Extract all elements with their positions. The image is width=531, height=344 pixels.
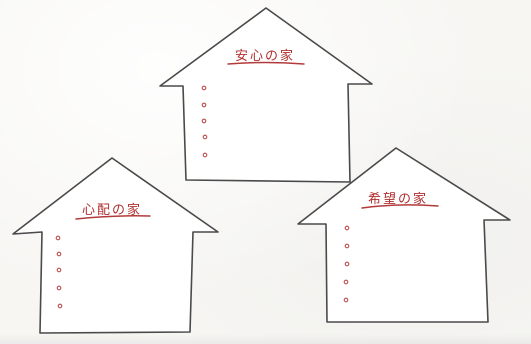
bullet-point: [201, 102, 207, 108]
house-anshin-underline: [227, 61, 305, 65]
house-shinpai-outline: [12, 157, 219, 334]
bullet-point: [344, 243, 350, 249]
bullet-point: [344, 261, 350, 267]
bullet-point: [343, 297, 349, 303]
house-shinpai: 心配の家: [12, 157, 219, 334]
bullet-point: [202, 134, 208, 140]
bullet-point: [343, 279, 349, 285]
bullet-point: [202, 152, 208, 158]
house-anshin-bullets: [201, 85, 208, 158]
house-anshin-label: 安心の家: [235, 48, 295, 64]
bullet-point: [57, 303, 63, 309]
bullet-point: [55, 235, 61, 241]
bullet-point: [344, 225, 350, 231]
house-kibou-label: 希望の家: [368, 191, 428, 207]
house-shinpai-underline: [75, 215, 151, 220]
bullet-point: [56, 267, 62, 273]
bullet-point: [56, 251, 62, 257]
house-anshin: 安心の家: [159, 7, 373, 183]
bullet-point: [201, 85, 207, 91]
bullet-point: [56, 285, 62, 291]
house-shinpai-label: 心配の家: [82, 202, 142, 218]
house-shinpai-bullets: [55, 235, 63, 309]
bullet-point: [201, 118, 207, 124]
house-kibou-outline: [297, 147, 511, 323]
house-kibou: 希望の家: [297, 147, 511, 323]
house-kibou-underline: [361, 204, 439, 209]
house-anshin-outline: [159, 7, 373, 183]
house-kibou-bullets: [343, 225, 350, 303]
